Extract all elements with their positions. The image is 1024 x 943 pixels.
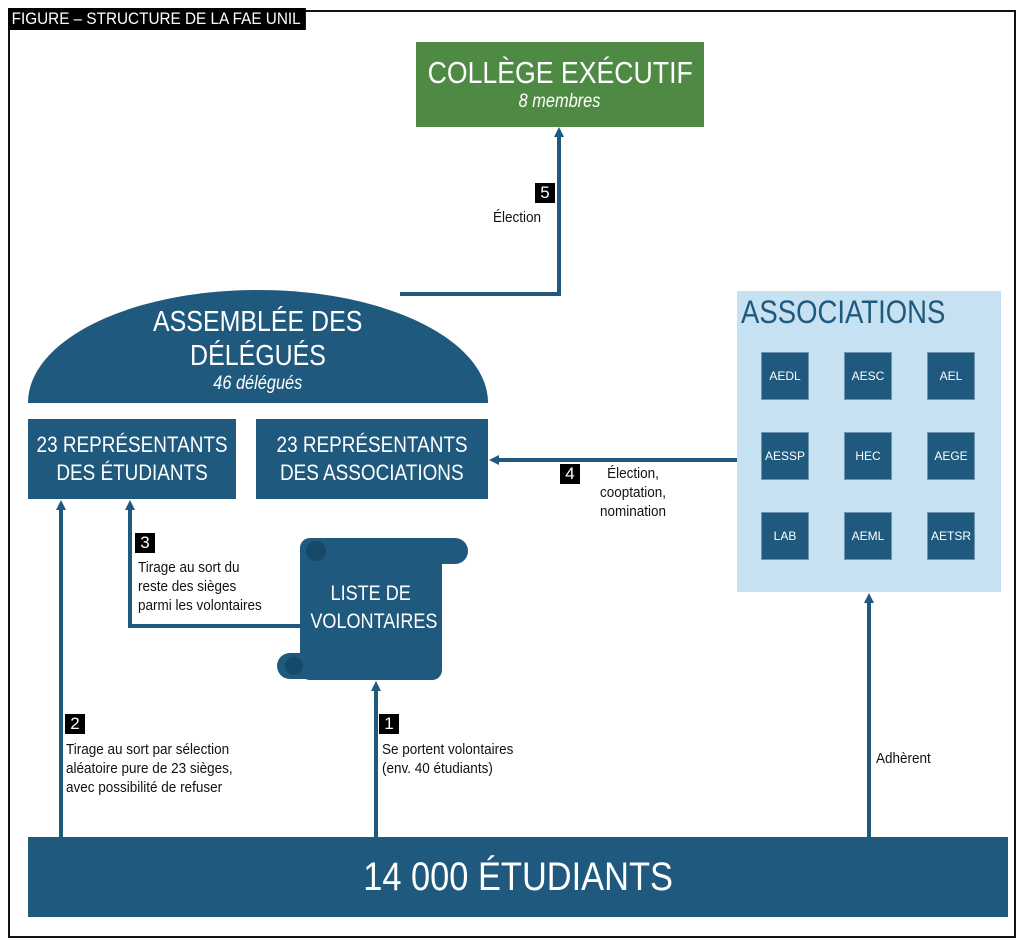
step-3-line: Tirage au sort du — [138, 559, 240, 576]
step-1-line: Se portent volontaires — [382, 741, 514, 758]
volunteer-list-line2: VOLONTAIRES — [310, 610, 438, 633]
assembly-label: ASSEMBLÉE DES DÉLÉGUÉS 46 délégués — [28, 305, 488, 395]
step-3-label: Tirage au sort du reste des sièges parmi… — [138, 558, 262, 615]
assembly-title-line2: DÉLÉGUÉS — [190, 340, 326, 372]
association-item: AESC — [845, 353, 891, 399]
association-item: AETSR — [928, 513, 974, 559]
adherent-label: Adhèrent — [876, 750, 931, 767]
association-item: AEML — [845, 513, 891, 559]
rep-students-line2: DES ÉTUDIANTS — [56, 460, 208, 485]
arrow-step-5 — [400, 127, 564, 296]
college-title: COLLÈGE EXÉCUTIF — [427, 54, 693, 90]
association-item: AEGE — [928, 433, 974, 479]
step-2-line: aléatoire pure de 23 sièges, — [66, 760, 233, 777]
step-5-label: Élection — [493, 208, 541, 227]
rep-students-box: 23 REPRÉSENTANTS DES ÉTUDIANTS — [28, 419, 236, 499]
step-1-label: Se portent volontaires (env. 40 étudiant… — [382, 740, 513, 778]
students-label: 14 000 ÉTUDIANTS — [363, 854, 673, 899]
arrow-step-3 — [125, 500, 300, 628]
step-4-line: nomination — [600, 503, 667, 520]
college-executif-box: COLLÈGE EXÉCUTIF 8 membres — [416, 42, 704, 127]
association-item: AEDL — [762, 353, 808, 399]
association-item: AEL — [928, 353, 974, 399]
scroll-shape — [277, 538, 468, 680]
volunteer-list-line1: LISTE DE — [330, 582, 412, 605]
step-5-badge: 5 — [535, 183, 555, 203]
figure-frame — [8, 10, 1016, 938]
figure-title: FIGURE – STRUCTURE DE LA FAE UNIL — [8, 8, 307, 30]
rep-associations-line1: 23 REPRÉSENTANTS — [276, 432, 468, 457]
step-3-line: reste des sièges — [138, 578, 237, 595]
association-item: HEC — [845, 433, 891, 479]
rep-associations-line2: DES ASSOCIATIONS — [280, 460, 464, 485]
step-1-line: (env. 40 étudiants) — [382, 760, 493, 777]
associations-title: ASSOCIATIONS — [741, 294, 946, 330]
step-4-line: Élection, — [607, 465, 659, 482]
assembly-subtitle: 46 délégués — [213, 373, 303, 394]
association-item: AESSP — [762, 433, 808, 479]
step-2-line: Tirage au sort par sélection — [66, 741, 230, 758]
college-subtitle: 8 membres — [519, 90, 601, 112]
associations-panel: ASSOCIATIONS AEDL AESC AEL AESSP HEC AEG… — [737, 291, 1001, 592]
step-3-line: parmi les volontaires — [138, 597, 262, 614]
step-4-label: Élection, cooptation, nomination — [600, 464, 666, 521]
step-5-line: Élection — [493, 209, 542, 226]
assembly-dome — [28, 290, 488, 403]
step-2-label: Tirage au sort par sélection aléatoire p… — [66, 740, 233, 797]
volunteer-list-label: LISTE DE VOLONTAIRES — [300, 580, 442, 636]
step-3-badge: 3 — [135, 533, 155, 553]
rep-students-line1: 23 REPRÉSENTANTS — [36, 432, 228, 457]
rep-associations-box: 23 REPRÉSENTANTS DES ASSOCIATIONS — [256, 419, 488, 499]
students-box: 14 000 ÉTUDIANTS — [28, 837, 1008, 917]
step-2-line: avec possibilité de refuser — [66, 779, 223, 796]
assembly-title-line1: ASSEMBLÉE DES — [153, 306, 363, 338]
association-item: LAB — [762, 513, 808, 559]
step-2-badge: 2 — [65, 714, 85, 734]
step-1-badge: 1 — [379, 714, 399, 734]
step-4-badge: 4 — [560, 464, 580, 484]
step-4-line: cooptation, — [600, 484, 667, 501]
